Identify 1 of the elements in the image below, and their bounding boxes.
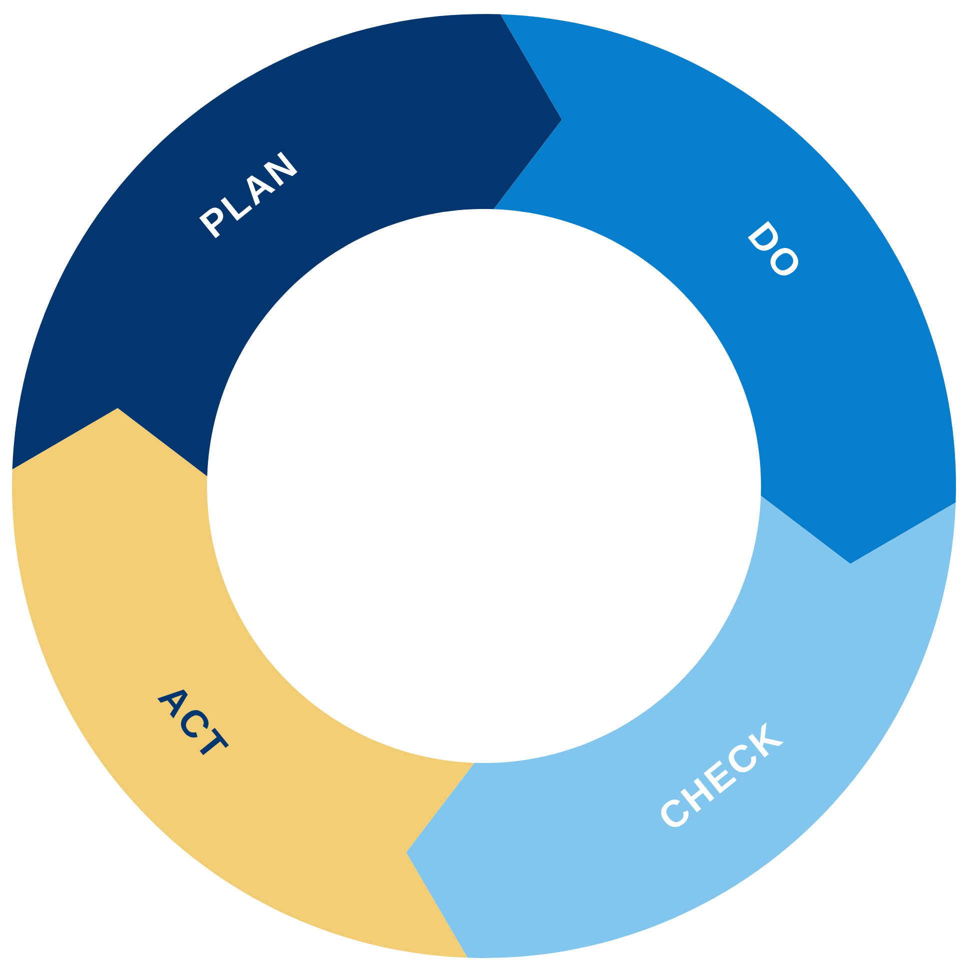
ring-segment: DO	[494, 14, 956, 564]
